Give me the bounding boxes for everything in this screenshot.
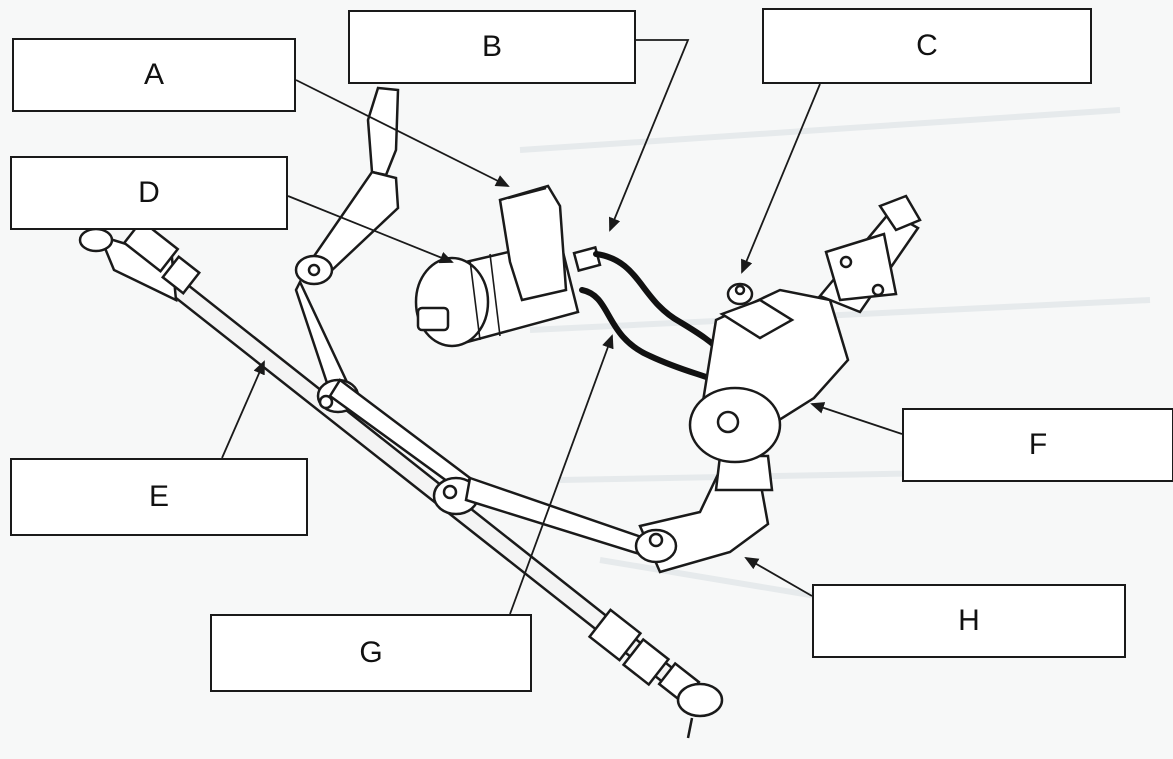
label-box-b[interactable]: B: [348, 10, 636, 84]
leader-line-c: [741, 83, 821, 274]
idler-arm: [294, 86, 400, 414]
label-box-f[interactable]: F: [902, 408, 1173, 482]
label-box-g[interactable]: G: [210, 614, 532, 692]
leader-line-f: [810, 402, 903, 435]
tie-rod: [78, 219, 724, 739]
leader-line-b: [609, 39, 690, 232]
pitman-arm: [634, 454, 774, 574]
leader-lines: [221, 39, 903, 615]
steering-gear: [688, 194, 922, 464]
leader-line-h: [744, 557, 813, 597]
electric-motor: [414, 184, 602, 348]
background-texture: [519, 107, 1151, 603]
leader-line-g: [509, 334, 614, 615]
leader-line-a: [295, 79, 510, 187]
label-box-d[interactable]: D: [10, 156, 288, 230]
label-box-a[interactable]: A: [12, 38, 296, 112]
label-box-h[interactable]: H: [812, 584, 1126, 658]
label-box-e[interactable]: E: [10, 458, 308, 536]
leader-line-e: [221, 360, 265, 459]
power-cables: [579, 251, 729, 383]
label-box-c[interactable]: C: [762, 8, 1092, 84]
leader-line-d: [287, 195, 454, 264]
